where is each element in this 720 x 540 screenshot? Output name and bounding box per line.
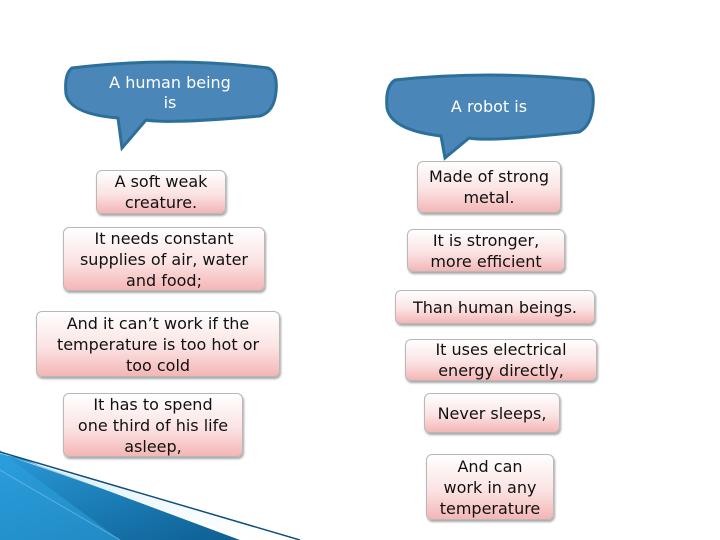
speech-bubble-shape (64, 60, 278, 152)
human-item-card: It needs constant supplies of air, water… (63, 227, 265, 291)
robot-item-card: It uses electrical energy directly, (405, 339, 597, 381)
human-item-card: It has to spend one third of his life as… (63, 393, 243, 457)
human-item-card: And it can’t work if the temperature is … (36, 311, 280, 377)
robot-heading: A robot is (450, 97, 528, 116)
human-item-card: A soft weak creature. (96, 170, 226, 214)
corner-swoosh-decoration (0, 450, 300, 540)
human-heading: A human being is (109, 73, 231, 112)
robot-heading-bubble: A robot is (381, 73, 597, 161)
robot-item-card: Made of strong metal. (417, 161, 561, 213)
human-heading-bubble: A human being is (60, 60, 280, 152)
robot-item-card: It is stronger, more efficient (407, 229, 565, 272)
speech-bubble-shape (385, 73, 595, 161)
robot-item-card: Never sleeps, (424, 393, 560, 433)
robot-item-card: Than human beings. (395, 290, 595, 324)
robot-item-card: And can work in any temperature (426, 454, 554, 520)
